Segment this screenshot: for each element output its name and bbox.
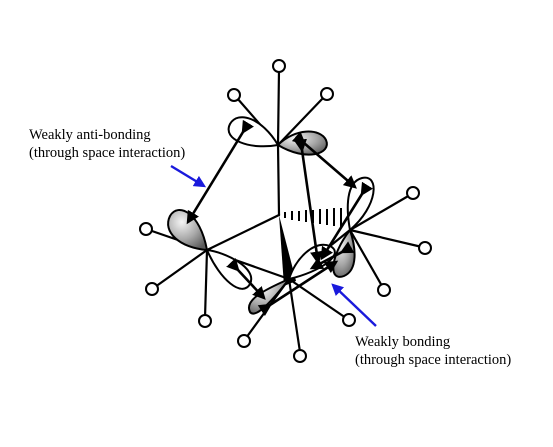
atom-circle bbox=[293, 349, 307, 363]
atom-circle bbox=[145, 282, 159, 296]
lobe-shaded-left bbox=[167, 209, 209, 252]
pointer-arrow-anti-bonding bbox=[170, 164, 207, 188]
annotation-anti-bonding: Weakly anti-bonding (through space inter… bbox=[29, 126, 185, 162]
interaction-arrows bbox=[186, 119, 374, 317]
atom-circle bbox=[198, 314, 212, 328]
annotation-anti-bonding-line2: (through space interaction) bbox=[29, 145, 186, 161]
lobe-open-left bbox=[205, 248, 253, 290]
terminal-atoms bbox=[139, 59, 432, 363]
orbital-lobes bbox=[167, 116, 375, 315]
atom-circle bbox=[406, 186, 420, 200]
atom-circle bbox=[237, 334, 251, 348]
atom-circle bbox=[342, 313, 356, 327]
atom-circle bbox=[139, 222, 153, 236]
atom-circle bbox=[377, 283, 391, 297]
annotation-bonding-line1: Weakly bonding bbox=[355, 334, 451, 350]
atom-circle bbox=[272, 59, 286, 73]
pointer-arrow-bonding bbox=[331, 283, 377, 327]
atom-circle bbox=[227, 88, 241, 102]
atom-circle bbox=[418, 241, 432, 255]
skeleton-bonds bbox=[147, 68, 424, 354]
atom-circle bbox=[320, 87, 334, 101]
annotation-anti-bonding-line1: Weakly anti-bonding bbox=[29, 127, 151, 143]
annotation-bonding-line2: (through space interaction) bbox=[355, 352, 512, 368]
annotation-bonding: Weakly bonding (through space interactio… bbox=[355, 333, 511, 369]
